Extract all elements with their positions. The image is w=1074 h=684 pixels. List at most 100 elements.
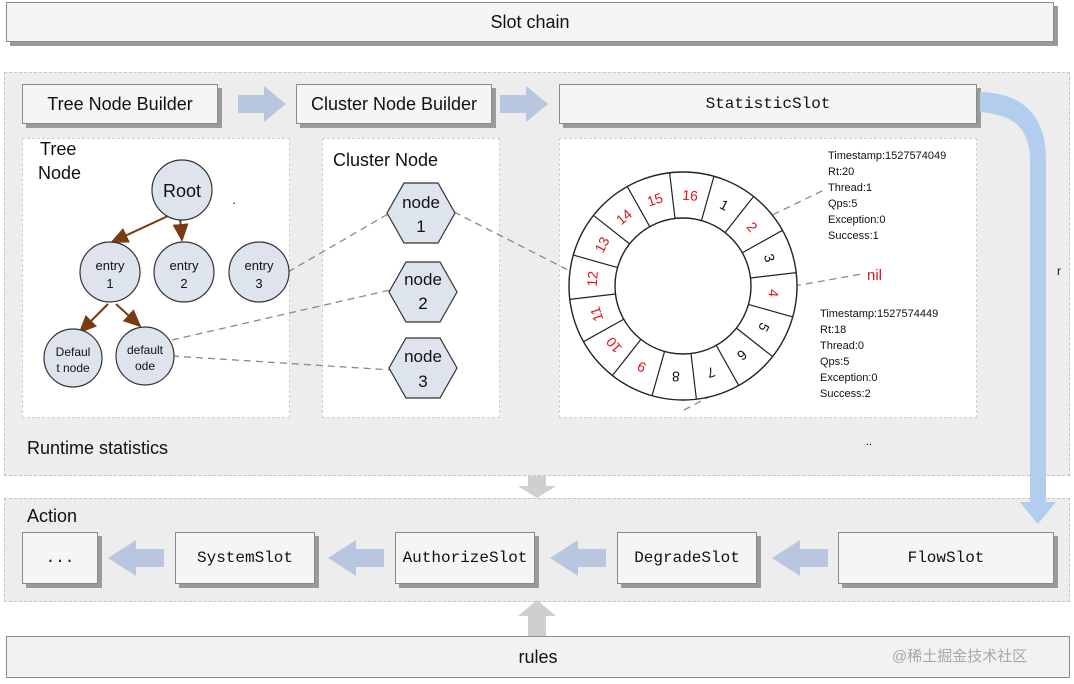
ring-divider <box>736 327 773 358</box>
cluster-nodes <box>386 182 458 399</box>
cluster-node-1-label-b: 1 <box>416 217 425 236</box>
side-mark: r <box>1057 264 1061 278</box>
cluster-node-labels: node 1 node 2 node 3 <box>402 193 442 391</box>
default2-label-a: default <box>127 343 164 357</box>
stats-lower-rt: Rt:18 <box>820 324 847 336</box>
entry2-label-b: 2 <box>180 276 187 291</box>
ring-segment-label: 16 <box>682 187 699 204</box>
arrow-cluster-to-statistic <box>500 86 548 122</box>
cluster-node-1 <box>386 182 456 244</box>
ring-divider <box>748 303 793 318</box>
entry3-node <box>228 241 290 303</box>
arrow-down-into-action <box>518 476 556 498</box>
entry1-label-b: 1 <box>106 276 113 291</box>
tree-title-line1: Tree <box>40 139 77 159</box>
cluster-node-builder: Cluster Node Builder <box>296 84 492 124</box>
stats-lower-success: Success:2 <box>820 388 871 400</box>
ring-divider <box>573 254 618 269</box>
tree-node-labels: Root entry 1 entry 2 entry 3 Defaul t no… <box>56 181 274 375</box>
ring-divider <box>690 353 697 400</box>
cluster-node-builder-label: Cluster Node Builder <box>310 93 478 114</box>
ring-divider <box>724 196 755 233</box>
ring-inner <box>614 217 752 355</box>
tree-node-builder-label: Tree Node Builder <box>47 93 193 114</box>
tree-node-title: Tree Node <box>38 137 82 185</box>
edge-entry1-default1 <box>78 303 109 334</box>
cluster-node-title: Cluster Node <box>333 150 439 170</box>
stats-lower-qps: Qps:5 <box>820 356 850 368</box>
ellipsis-slot-label: ... <box>45 549 75 567</box>
statistic-slot: StatisticSlot <box>559 84 977 124</box>
entry1-label-a: entry <box>96 258 125 273</box>
cluster-node-3-label-b: 3 <box>418 372 427 391</box>
cluster-node-3 <box>388 337 458 399</box>
ring-segment-label: 11 <box>587 305 607 324</box>
entry2-label-a: entry <box>170 258 199 273</box>
arrow-tree-to-cluster <box>238 86 286 122</box>
edge-root-entry1 <box>110 215 169 243</box>
stats-upper-qps: Qps:5 <box>828 198 858 210</box>
stats-upper-rt: Rt:20 <box>828 166 855 178</box>
default1-label-b: t node <box>56 361 90 375</box>
slot-chain-bar: Slot chain <box>6 2 1054 42</box>
root-node <box>151 159 213 221</box>
root-label: Root <box>163 181 201 201</box>
cluster-node-1-label-a: node <box>402 193 440 212</box>
ring-segment-label: 12 <box>584 270 601 287</box>
stats-lower: Timestamp:1527574449 Rt:18 Thread:0 Qps:… <box>820 306 938 402</box>
authorize-slot: AuthorizeSlot <box>395 532 535 584</box>
watermark: @稀土掘金技术社区 <box>892 648 1028 665</box>
action-label: Action <box>27 506 78 526</box>
rules-label: rules <box>518 646 558 667</box>
default1-label-a: Defaul <box>56 345 91 359</box>
stats-upper-exception: Exception:0 <box>828 214 886 226</box>
ring-segment-label: 15 <box>645 189 665 209</box>
arrow-up-from-rules <box>518 600 556 636</box>
arrow-authorize-to-system <box>328 540 384 576</box>
ring-divider <box>569 293 616 300</box>
edge-root-entry2 <box>172 217 189 242</box>
ring-segment-label: 4 <box>765 289 782 298</box>
arrow-degrade-to-authorize <box>550 540 606 576</box>
ring-divider <box>593 214 630 245</box>
ring-divider <box>669 172 676 219</box>
stats-lower-exception: Exception:0 <box>820 372 878 384</box>
tree-nodes <box>43 159 290 388</box>
ring-divider <box>611 339 642 376</box>
system-slot: SystemSlot <box>175 532 315 584</box>
ring-divider <box>700 176 715 221</box>
ring-divider <box>583 318 624 343</box>
tree-title-line2: Node <box>38 163 82 183</box>
runtime-statistics-label: Runtime statistics <box>27 438 169 458</box>
entry3-label-a: entry <box>245 258 274 273</box>
default2-label-b: ode <box>135 359 155 373</box>
authorize-slot-label: AuthorizeSlot <box>402 549 528 567</box>
ring-divider <box>715 345 740 386</box>
tree-node-builder: Tree Node Builder <box>22 84 218 124</box>
ring-segment-label: 8 <box>671 368 680 385</box>
arrow-flow-to-degrade <box>772 540 828 576</box>
stats-lower-thread: Thread:0 <box>820 340 865 352</box>
ring-segment-label: 13 <box>591 234 612 255</box>
entry2-node <box>153 241 215 303</box>
cluster-node-3-label-a: node <box>404 347 442 366</box>
cluster-node-2-label-b: 2 <box>418 294 427 313</box>
stray-dot: . <box>232 192 236 207</box>
flow-slot: FlowSlot <box>838 532 1054 584</box>
default-node-2 <box>115 326 175 386</box>
flow-slot-label: FlowSlot <box>907 549 985 567</box>
cluster-node-2-label-a: node <box>404 270 442 289</box>
stats-upper: Timestamp:1527574049 Rt:20 Thread:1 Qps:… <box>828 148 946 244</box>
degrade-slot-label: DegradeSlot <box>634 549 740 567</box>
entry3-label-b: 3 <box>255 276 262 291</box>
ring-divider <box>742 229 783 254</box>
ring-ellipsis: .. <box>866 436 873 448</box>
ring-divider <box>750 272 797 279</box>
stats-upper-success: Success:1 <box>828 230 879 242</box>
arrow-system-to-ellipsis <box>108 540 164 576</box>
ellipsis-slot: ... <box>22 532 98 584</box>
system-slot-label: SystemSlot <box>196 549 293 567</box>
stats-upper-thread: Thread:1 <box>828 182 873 194</box>
